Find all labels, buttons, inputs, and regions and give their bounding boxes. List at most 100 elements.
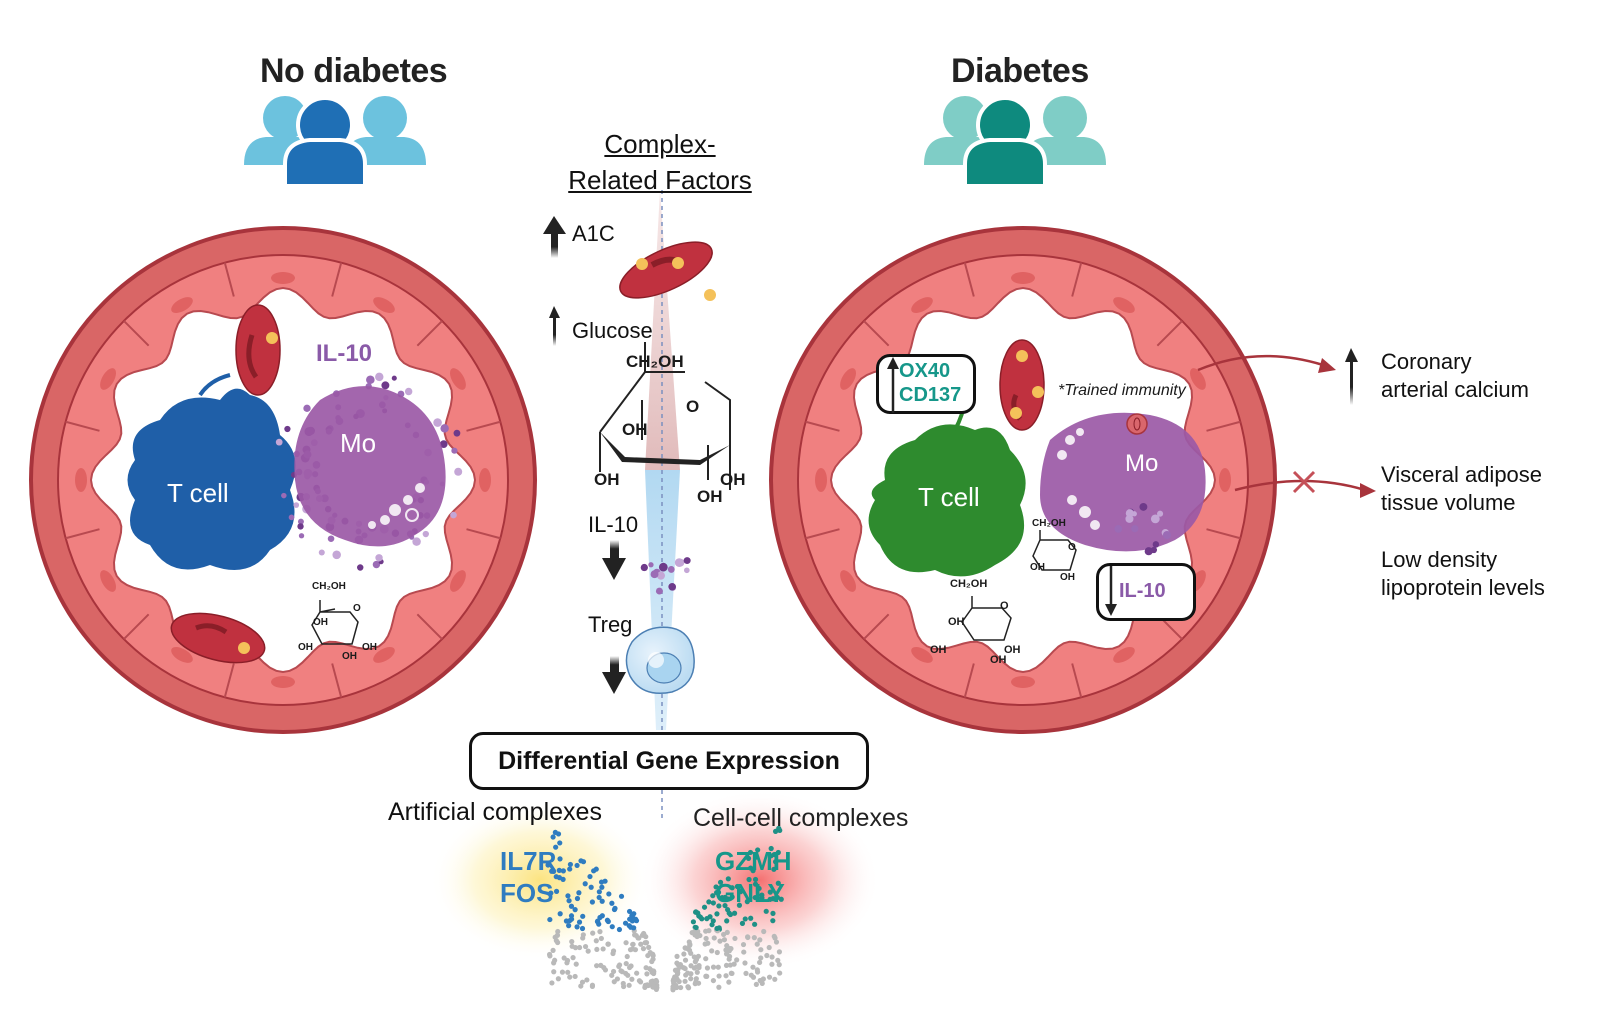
volcano-point — [741, 949, 747, 955]
volcano-point — [742, 960, 748, 966]
endothelial-nucleus — [373, 297, 395, 314]
volcano-point — [685, 985, 692, 991]
volcano-point — [777, 970, 783, 976]
volcano-point — [609, 900, 615, 906]
volcano-point — [703, 935, 709, 942]
volcano-point — [582, 943, 589, 950]
endothelial-nucleus — [100, 570, 117, 592]
volcano-point — [556, 867, 562, 873]
volcano-point — [748, 915, 754, 921]
volcano-point — [627, 964, 633, 971]
volcano-point — [717, 879, 724, 885]
glucose-up-arrow-icon — [549, 306, 560, 346]
il10-particle — [667, 566, 675, 573]
outcome-coronary-calcium: Coronary arterial calcium — [1381, 348, 1529, 404]
volcano-point — [630, 941, 636, 948]
volcano-point — [771, 866, 777, 872]
right-glucose-molecule-2 — [961, 596, 1012, 641]
volcano-point — [705, 940, 711, 946]
right-glucose-oh: OH — [1030, 562, 1045, 573]
endothelial-nucleus — [171, 297, 193, 314]
volcano-point — [635, 935, 641, 941]
volcano-point — [743, 970, 749, 977]
right-il10-label: IL-10 — [1119, 580, 1166, 602]
outcome-line: Visceral adipose — [1381, 462, 1543, 487]
volcano-point — [605, 941, 611, 947]
volcano-point — [769, 961, 775, 967]
diabetes-title: Diabetes — [951, 52, 1089, 90]
volcano-point — [750, 964, 756, 970]
volcano-point — [726, 956, 732, 962]
treg-down-arrow-icon — [602, 656, 626, 694]
volcano-point — [578, 983, 584, 989]
volcano-point — [633, 918, 640, 924]
volcano-point — [594, 946, 600, 953]
volcano-point — [565, 969, 571, 975]
il10-particle — [1125, 514, 1134, 523]
volcano-point — [716, 984, 722, 990]
volcano-point — [682, 957, 689, 963]
volcano-point — [704, 916, 710, 922]
volcano-point — [740, 941, 747, 948]
il10-particle — [454, 467, 463, 476]
volcano-point — [574, 895, 581, 902]
volcano-point — [776, 962, 782, 968]
volcano-point — [632, 932, 638, 938]
volcano-point — [761, 928, 767, 935]
volcano-point — [748, 972, 754, 978]
vessel-to-calcium-arrow — [1197, 354, 1336, 373]
volcano-point — [714, 911, 720, 917]
volcano-point — [688, 963, 694, 969]
volcano-point — [736, 902, 743, 908]
volcano-point — [610, 948, 617, 954]
volcano-point — [775, 957, 781, 963]
left-glucose-ch2oh: CH₂OH — [312, 581, 346, 592]
volcano-point — [689, 930, 695, 936]
endothelial-junction — [1071, 663, 1083, 698]
volcano-point — [646, 944, 652, 950]
volcano-point — [731, 961, 737, 967]
dge-box: Differential Gene Expression — [469, 732, 869, 790]
volcano-point — [576, 890, 582, 896]
left-monocyte — [294, 386, 446, 547]
volcano-point — [578, 858, 584, 864]
volcano-point — [609, 972, 615, 978]
volcano-point — [626, 923, 632, 929]
volcano-point — [701, 904, 708, 910]
il10-particle — [372, 560, 381, 569]
volcano-point — [760, 976, 766, 982]
il10-particle — [450, 511, 457, 519]
volcano-point — [745, 855, 752, 861]
volcano-point — [754, 941, 760, 947]
volcano-point — [576, 944, 583, 951]
outcome-line: lipoprotein levels — [1381, 575, 1545, 600]
volcano-point — [596, 894, 602, 901]
endothelial-junction — [123, 613, 150, 640]
endothelial-junction — [223, 663, 235, 698]
volcano-point — [644, 971, 650, 977]
volcano-point — [774, 894, 780, 901]
a1c-up-arrow-icon — [543, 216, 566, 258]
volcano-point — [563, 918, 570, 924]
volcano-point — [771, 851, 777, 858]
volcano-point — [589, 899, 595, 905]
volcano-point — [549, 980, 555, 986]
volcano-point — [550, 834, 556, 840]
volcano-point — [594, 963, 600, 969]
volcano-point — [723, 973, 729, 979]
volcano-point — [711, 935, 717, 941]
left-glucose-o: O — [353, 603, 361, 614]
il10-particle — [1152, 541, 1160, 548]
volcano-point — [721, 931, 727, 938]
volcano-point — [729, 894, 735, 900]
volcano-point — [589, 982, 596, 988]
volcano-point — [766, 974, 773, 980]
volcano-point — [551, 960, 557, 966]
center-glucose-oh: OH — [622, 420, 648, 439]
il10-particle — [275, 438, 283, 446]
volcano-point — [766, 944, 772, 951]
il10-particle — [288, 514, 295, 521]
volcano-point — [580, 932, 586, 938]
volcano-point — [596, 889, 602, 895]
left-tcell — [127, 373, 296, 570]
